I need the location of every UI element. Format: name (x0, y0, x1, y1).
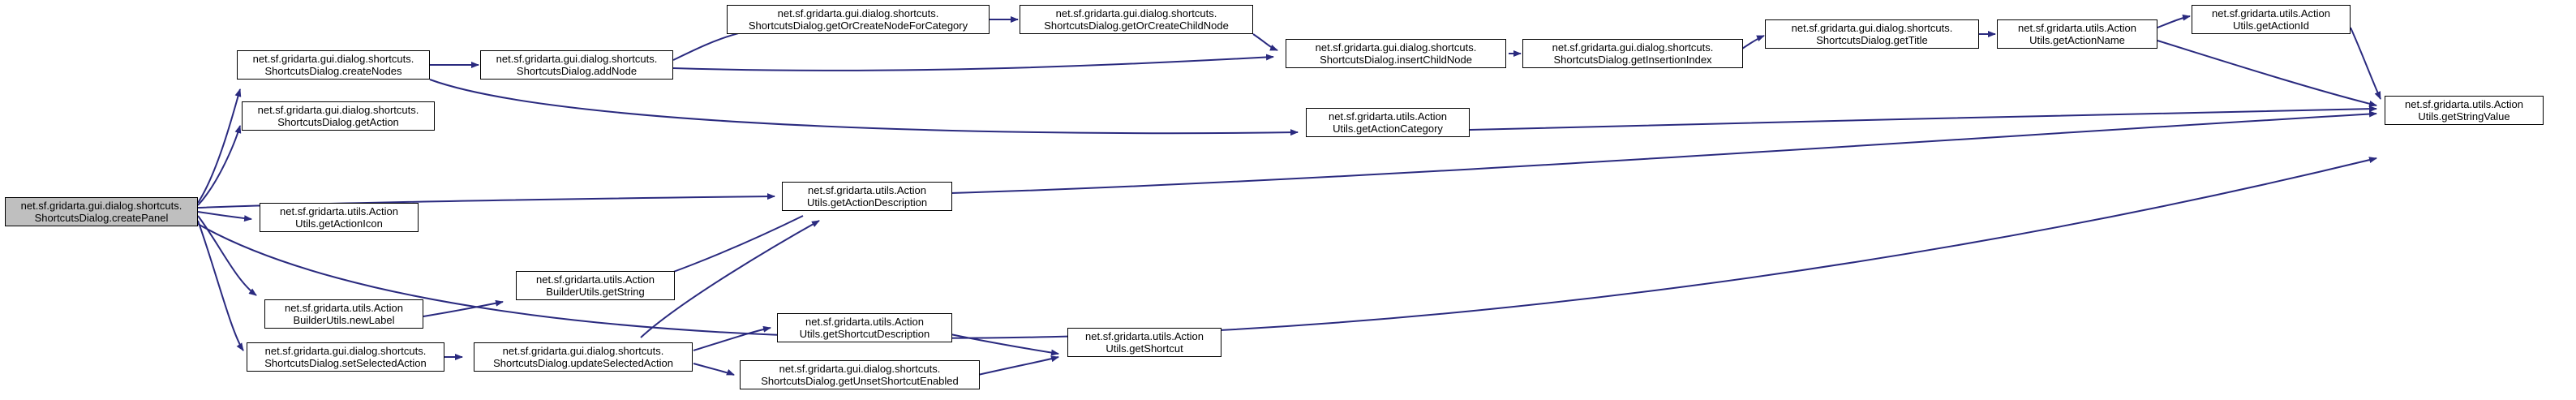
node-label-line1: net.sf.gridarta.utils.Action (1329, 110, 1447, 123)
node-label-line1: net.sf.gridarta.gui.dialog.shortcuts. (502, 345, 664, 357)
node-label-line1: net.sf.gridarta.utils.Action (2018, 22, 2136, 34)
node-label-line2: Utils.getActionName (2029, 34, 2125, 46)
node-label-line2: BuilderUtils.newLabel (293, 314, 395, 326)
node-getUnsetShortcutEnabled[interactable]: net.sf.gridarta.gui.dialog.shortcuts. Sh… (740, 360, 980, 389)
node-label-line1: net.sf.gridarta.gui.dialog.shortcuts. (496, 53, 658, 65)
node-label-line2: Utils.getStringValue (2418, 110, 2510, 123)
node-label-line2: ShortcutsDialog.getInsertionIndex (1553, 54, 1712, 66)
node-getStringValue[interactable]: net.sf.gridarta.utils.Action Utils.getSt… (2385, 96, 2544, 125)
node-getAction[interactable]: net.sf.gridarta.gui.dialog.shortcuts. Sh… (242, 101, 435, 131)
node-getActionName[interactable]: net.sf.gridarta.utils.Action Utils.getAc… (1997, 19, 2157, 49)
node-newLabel[interactable]: net.sf.gridarta.utils.Action BuilderUtil… (264, 299, 423, 329)
node-getActionIcon[interactable]: net.sf.gridarta.utils.Action Utils.getAc… (260, 203, 419, 232)
node-insertChildNode[interactable]: net.sf.gridarta.gui.dialog.shortcuts. Sh… (1286, 39, 1506, 68)
node-getActionId[interactable]: net.sf.gridarta.utils.Action Utils.getAc… (2192, 5, 2351, 34)
node-getShortcut[interactable]: net.sf.gridarta.utils.Action Utils.getSh… (1067, 328, 1221, 357)
node-createNodes[interactable]: net.sf.gridarta.gui.dialog.shortcuts. Sh… (237, 50, 430, 80)
node-label-line2: Utils.getShortcut (1106, 342, 1183, 355)
node-label-line2: ShortcutsDialog.getUnsetShortcutEnabled (761, 375, 959, 387)
node-label-line1: net.sf.gridarta.gui.dialog.shortcuts. (777, 7, 939, 19)
node-getOrCreateChildNode[interactable]: net.sf.gridarta.gui.dialog.shortcuts. Sh… (1020, 5, 1253, 34)
node-label-line1: net.sf.gridarta.utils.Action (280, 205, 398, 217)
node-setSelectedAction[interactable]: net.sf.gridarta.gui.dialog.shortcuts. Sh… (247, 342, 444, 372)
node-getShortcutDescription[interactable]: net.sf.gridarta.utils.Action Utils.getSh… (777, 313, 952, 342)
node-label-line2: Utils.getActionCategory (1333, 123, 1443, 135)
node-updateSelectedAction[interactable]: net.sf.gridarta.gui.dialog.shortcuts. Sh… (474, 342, 693, 372)
node-label-line2: ShortcutsDialog.getTitle (1816, 34, 1928, 46)
node-label-line2: ShortcutsDialog.createPanel (34, 212, 169, 224)
node-getString[interactable]: net.sf.gridarta.utils.Action BuilderUtil… (516, 271, 675, 300)
node-label-line2: Utils.getActionId (2233, 19, 2309, 32)
node-label-line1: net.sf.gridarta.utils.Action (2212, 7, 2330, 19)
node-label-line2: Utils.getActionIcon (295, 217, 383, 230)
node-label-line1: net.sf.gridarta.gui.dialog.shortcuts. (252, 53, 414, 65)
node-label-line2: ShortcutsDialog.updateSelectedAction (493, 357, 673, 369)
node-label-line2: ShortcutsDialog.getOrCreateChildNode (1044, 19, 1229, 32)
node-label-line1: net.sf.gridarta.utils.Action (536, 273, 655, 286)
node-label-line1: net.sf.gridarta.gui.dialog.shortcuts. (1791, 22, 1953, 34)
node-label-line2: ShortcutsDialog.getOrCreateNodeForCatego… (748, 19, 968, 32)
node-getTitle[interactable]: net.sf.gridarta.gui.dialog.shortcuts. Sh… (1765, 19, 1979, 49)
node-label-line1: net.sf.gridarta.utils.Action (1085, 330, 1204, 342)
node-label-line2: ShortcutsDialog.insertChildNode (1320, 54, 1472, 66)
node-label-line1: net.sf.gridarta.gui.dialog.shortcuts. (1315, 41, 1477, 54)
node-createPanel[interactable]: net.sf.gridarta.gui.dialog.shortcuts. Sh… (5, 197, 198, 226)
node-label-line2: BuilderUtils.getString (546, 286, 645, 298)
node-getOrCreateNodeForCategory[interactable]: net.sf.gridarta.gui.dialog.shortcuts. Sh… (727, 5, 990, 34)
node-label-line1: net.sf.gridarta.gui.dialog.shortcuts. (1552, 41, 1714, 54)
node-label-line2: Utils.getActionDescription (806, 196, 928, 209)
node-label-line2: ShortcutsDialog.setSelectedAction (264, 357, 427, 369)
node-label-line2: ShortcutsDialog.getAction (277, 116, 399, 128)
node-label-line1: net.sf.gridarta.utils.Action (805, 316, 924, 328)
node-label-line1: net.sf.gridarta.utils.Action (2405, 98, 2523, 110)
node-getInsertionIndex[interactable]: net.sf.gridarta.gui.dialog.shortcuts. Sh… (1522, 39, 1743, 68)
node-label-line1: net.sf.gridarta.gui.dialog.shortcuts. (1055, 7, 1217, 19)
node-label-line1: net.sf.gridarta.utils.Action (285, 302, 403, 314)
node-label-line1: net.sf.gridarta.gui.dialog.shortcuts. (20, 200, 182, 212)
node-label-line1: net.sf.gridarta.gui.dialog.shortcuts. (257, 104, 419, 116)
node-label-line1: net.sf.gridarta.gui.dialog.shortcuts. (264, 345, 427, 357)
node-label-line2: Utils.getShortcutDescription (799, 328, 930, 340)
node-getActionCategory[interactable]: net.sf.gridarta.utils.Action Utils.getAc… (1306, 108, 1470, 137)
node-label-line2: ShortcutsDialog.addNode (516, 65, 638, 77)
node-addNode[interactable]: net.sf.gridarta.gui.dialog.shortcuts. Sh… (480, 50, 673, 80)
node-label-line1: net.sf.gridarta.utils.Action (808, 184, 926, 196)
node-getActionDescription[interactable]: net.sf.gridarta.utils.Action Utils.getAc… (782, 182, 952, 211)
node-label-line1: net.sf.gridarta.gui.dialog.shortcuts. (779, 363, 941, 375)
node-label-line2: ShortcutsDialog.createNodes (264, 65, 402, 77)
